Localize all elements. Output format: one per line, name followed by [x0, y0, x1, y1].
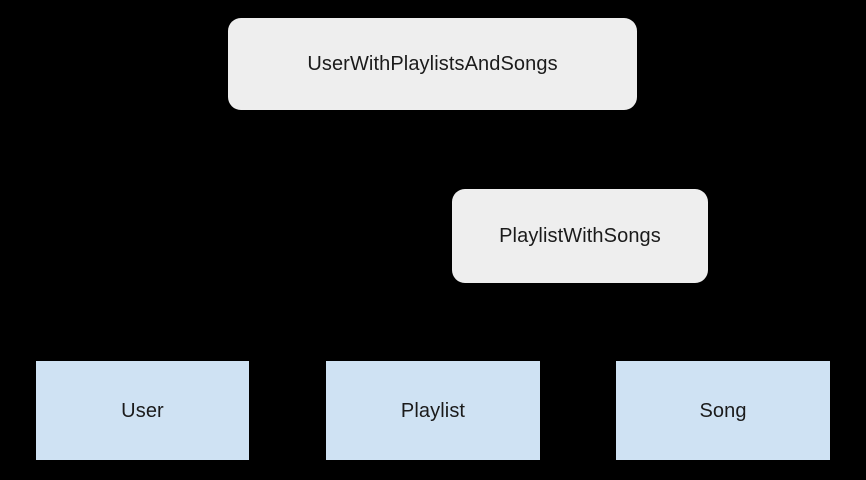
node-user[interactable]: User [36, 361, 249, 460]
node-label-user-with-playlists-and-songs: UserWithPlaylistsAndSongs [307, 53, 558, 75]
node-song[interactable]: Song [616, 361, 830, 460]
node-label-song: Song [699, 399, 747, 422]
node-label-playlist-with-songs: PlaylistWithSongs [499, 225, 661, 247]
node-playlist-with-songs[interactable]: PlaylistWithSongs [452, 189, 708, 283]
node-playlist[interactable]: Playlist [326, 361, 540, 460]
node-user-with-playlists-and-songs[interactable]: UserWithPlaylistsAndSongs [228, 18, 637, 110]
node-label-playlist: Playlist [400, 399, 466, 422]
node-label-user: User [121, 399, 164, 422]
